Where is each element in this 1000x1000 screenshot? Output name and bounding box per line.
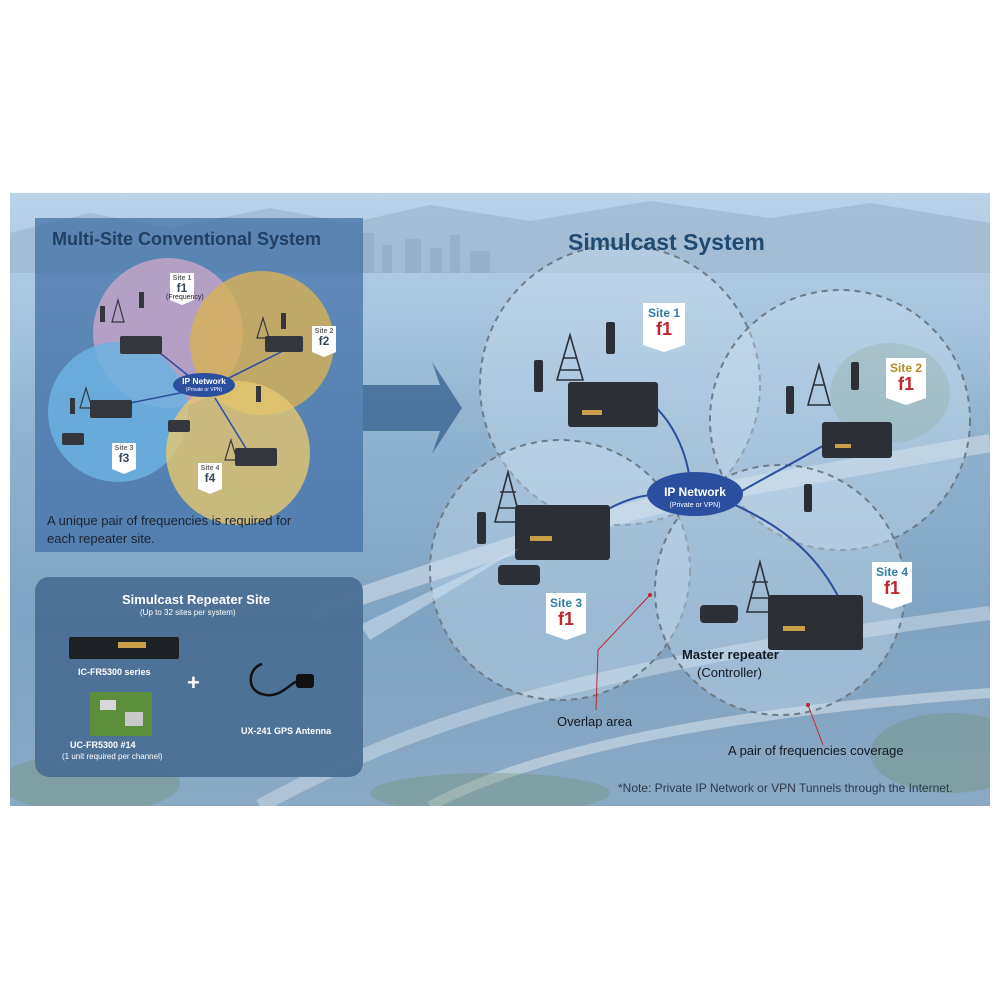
ms-site3-label: Site 3 f3 [114,445,134,465]
plus-icon: + [187,670,200,695]
ic-fr5300-label: IC-FR5300 series [78,667,151,677]
transition-arrow [363,362,462,454]
uc-fr5300-label: UC-FR5300 #14 [70,740,136,750]
sim-site1-tag [643,303,685,352]
ms-site2-label: Site 2 f2 [314,328,334,348]
master-repeater-label: Master repeater [682,647,779,662]
sim-mobile-radio-4 [700,605,738,623]
multi-site-note: A unique pair of frequencies is required… [47,513,292,546]
sim-site3-label: Site 3 f1 [549,596,582,629]
sim-network-label: IP Network [664,485,726,499]
multi-site-title: Multi-Site Conventional System [52,229,322,249]
sim-site4-tag [872,562,912,609]
sim-site1-label: Site 1 f1 [647,306,680,339]
coverage-label: A pair of frequencies coverage [728,743,904,758]
simulcast-title: Simulcast System [568,229,765,255]
controller-label: (Controller) [697,665,763,680]
gps-antenna-image [296,674,314,688]
ms-site1-label: Site 1 f1 (Frequency) [166,275,204,301]
sim-repeater-site2 [822,422,892,458]
gps-antenna-label: UX-241 GPS Antenna [241,726,332,736]
sim-site2-tag [886,358,926,405]
gps-cable [249,662,301,697]
footnote: *Note: Private IP Network or VPN Tunnels… [618,781,953,795]
ms-network-label: IP Network(Private or VPN) [182,376,226,394]
sim-site3-tag [546,593,586,640]
overlap-area-label: Overlap area [557,714,633,729]
sim-mobile-radio-3 [498,565,540,585]
sim-repeater-site3 [515,505,610,560]
sim-network-sub: (Private or VPN) [669,502,721,509]
ms-site4-label: Site 4 f4 [200,465,220,485]
sim-site3-coverage [429,439,691,701]
repeater-site-title: Simulcast Repeater Site [122,592,271,607]
sim-site4-label: Site 4 f1 [875,565,908,598]
sim-repeater-site1 [568,382,658,427]
sim-site2-coverage [709,289,971,551]
sim-site2-label: Site 2 f1 [889,361,922,394]
sim-ip-network [647,472,743,516]
sim-repeater-site4 [768,595,863,650]
ms-ip-network [173,373,235,397]
uc-fr5300-sub: (1 unit required per channel) [62,752,163,761]
repeater-site-subtitle: (Up to 32 sites per system) [140,608,236,617]
